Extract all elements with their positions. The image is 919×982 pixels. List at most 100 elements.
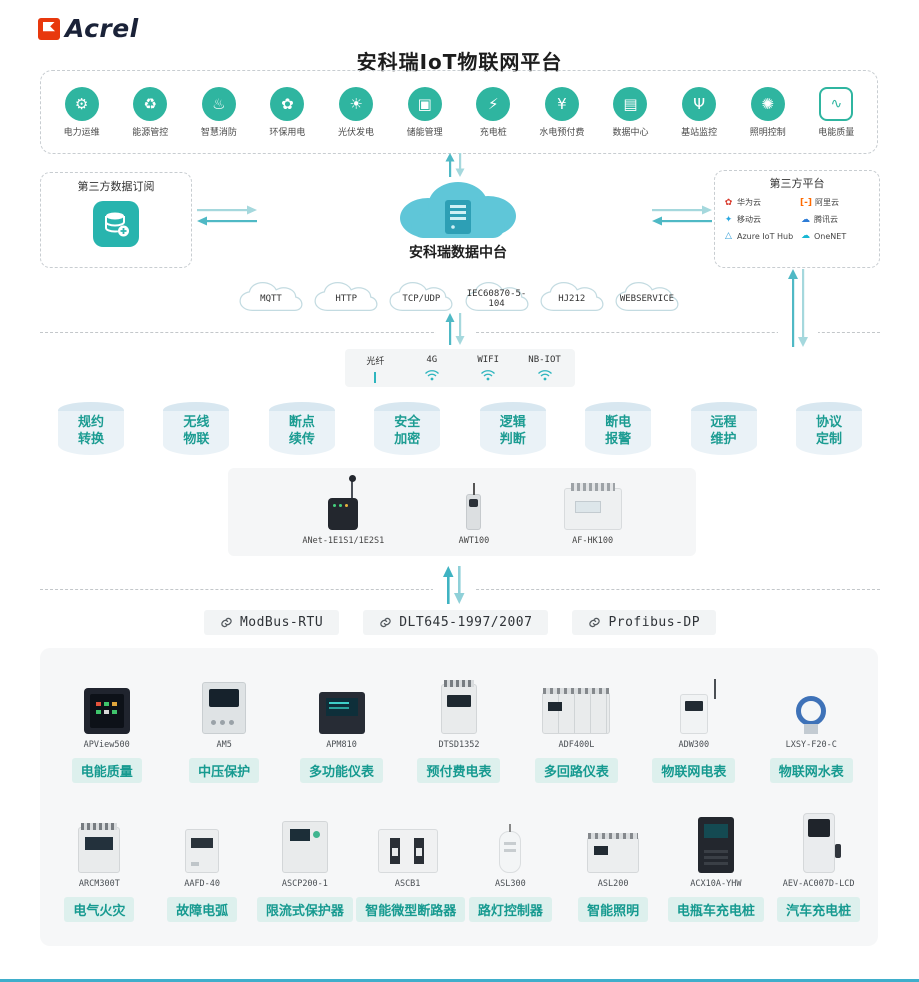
device-model: ASL300	[495, 879, 526, 889]
acrel-logo-icon	[38, 17, 60, 40]
prepay-icon: ¥	[544, 86, 579, 121]
azure-iot-icon: △	[725, 231, 732, 241]
device-card: ASL300 路灯控制器	[459, 809, 562, 922]
database-plus-icon	[93, 201, 139, 247]
gateway-features-row: 规约转换 无线物联 断点续传 安全加密 逻辑判断 断电报警 远程维护 协议定制	[58, 402, 862, 458]
updown-arrow-icon	[436, 313, 474, 345]
protection-relay-image	[202, 682, 247, 734]
device-model: AM5	[216, 740, 232, 750]
device-model: ARCM300T	[78, 879, 120, 889]
cloud-outline-icon	[389, 281, 453, 311]
device-card: ASL200 智能照明	[562, 809, 665, 922]
current-protector-image	[281, 821, 328, 873]
protocol-chip-label: DLT645-1997/2007	[399, 615, 533, 630]
acrel-logo-text: Acrel	[65, 14, 139, 43]
device-model: LXSY-F20-C	[785, 740, 837, 750]
smart-lighting-image	[587, 833, 640, 873]
feature-cylinder: 规约转换	[58, 402, 124, 458]
app-item: ⚙ 电力运维	[50, 86, 114, 138]
cloud-outline-icon	[314, 281, 378, 311]
gear-icon: ⚙	[64, 86, 99, 121]
feature-cylinder: 断点续传	[268, 402, 335, 458]
bolt-icon: ⚡	[476, 86, 511, 121]
device-card: APView500 电能质量	[48, 670, 165, 783]
protocol-converter-image	[563, 483, 622, 530]
lighting-icon: ✺	[750, 86, 785, 121]
device-row-1: APView500 电能质量 AM5 中压保护 APM810 多功能仪表 DTS…	[48, 670, 870, 783]
cloud-outline-icon	[465, 281, 529, 311]
platform-name: 华为云	[737, 198, 761, 207]
protocol-label: MQTT	[260, 293, 282, 304]
protocol-label: WEBSERVICE	[619, 293, 675, 304]
app-item: ▣ 储能管理	[393, 86, 457, 138]
device-category-badge: 中压保护	[189, 758, 260, 783]
protocol-label: IEC60870-5-104	[466, 288, 527, 309]
gateway-item: AF-HK100	[563, 476, 622, 546]
protocol-chip-label: Profibus-DP	[608, 615, 701, 630]
device-category-badge: 路灯控制器	[468, 897, 552, 922]
updown-arrow-icon	[442, 153, 468, 177]
huawei-cloud-icon: ✿	[724, 197, 733, 208]
platform-item: ☁ OneNET	[800, 231, 871, 241]
third-party-subscription-panel: 第三方数据订阅	[40, 172, 192, 268]
mobile-cloud-icon: ✦	[724, 214, 733, 225]
sun-icon: ☀	[339, 86, 374, 121]
platform-name: Azure IoT Hub	[737, 231, 794, 241]
cloud-protocols-row: MQTT HTTP TCP/UDP IEC60870-5-104 HJ212 W…	[236, 277, 682, 317]
tencent-cloud-icon: ☁	[801, 214, 810, 225]
footer-divider	[0, 979, 919, 982]
device-model: ADF400L	[558, 740, 595, 750]
platform-item: ✦ 移动云	[723, 214, 794, 225]
platform-item: ☁ 腾讯云	[800, 214, 871, 225]
device-model: ASL200	[597, 879, 629, 889]
connectivity-item: WIFI	[462, 355, 514, 381]
connectivity-item: 4G	[406, 355, 458, 381]
feature-label: 断电报警	[605, 414, 632, 447]
device-card: APM810 多功能仪表	[283, 670, 400, 783]
connectivity-item: 光纤	[349, 354, 401, 383]
platform-name: 阿里云	[814, 198, 839, 207]
device-category-badge: 限流式保护器	[256, 897, 353, 922]
device-model: ADW300	[678, 740, 710, 750]
protocol-chip: Profibus-DP	[572, 610, 717, 635]
multifunction-meter-image	[318, 692, 365, 734]
device-card: AAFD-40 故障电弧	[151, 809, 254, 922]
exchange-arrow-icon	[652, 203, 712, 229]
wifi-icon	[462, 367, 514, 381]
app-label: 储能管理	[406, 127, 443, 138]
app-label: 数据中心	[612, 127, 649, 138]
battery-icon: ▣	[407, 86, 442, 121]
cloud-outline-icon	[239, 281, 303, 311]
waveform-icon: ∿	[819, 86, 854, 121]
din-rail-meter-image	[440, 680, 477, 734]
app-item: ∿ 电能质量	[804, 86, 868, 138]
protocol-label: HJ212	[558, 293, 586, 304]
feature-label: 安全加密	[394, 414, 421, 447]
device-model: AEV-AC007D-LCD	[782, 879, 855, 889]
streetlight-controller-image	[499, 831, 522, 873]
datacenter-icon: ▤	[613, 86, 648, 121]
ebike-charging-pile-image	[697, 817, 734, 873]
protocol-chip-label: ModBus-RTU	[239, 615, 324, 630]
app-item: Ψ 基站监控	[667, 86, 731, 138]
platform-name: OneNET	[814, 231, 847, 241]
feature-label: 断点续传	[288, 414, 315, 447]
device-card: ASCP200-1 限流式保护器	[254, 809, 357, 922]
feature-cylinder: 逻辑判断	[479, 402, 546, 458]
water-meter-image	[796, 696, 827, 734]
updown-arrow-icon	[433, 566, 475, 604]
device-category-badge: 电瓶车充电桩	[667, 897, 764, 922]
app-label: 光伏发电	[338, 127, 375, 138]
onenet-icon: ☁	[801, 231, 810, 241]
gateway-model: AWT100	[458, 536, 490, 546]
device-model: DTSD1352	[438, 740, 480, 750]
device-card: ARCM300T 电气火灾	[48, 809, 151, 922]
protocol-label: HTTP	[335, 293, 358, 304]
app-label: 水电预付费	[539, 127, 585, 138]
gateway-item: AWT100	[458, 476, 490, 546]
protocol-cloud: HJ212	[537, 277, 607, 317]
protocol-cloud: IEC60870-5-104	[462, 277, 532, 317]
feature-cylinder: 安全加密	[374, 402, 441, 458]
device-category-badge: 多回路仪表	[534, 758, 618, 783]
app-item: ⚡ 充电桩	[461, 86, 525, 138]
